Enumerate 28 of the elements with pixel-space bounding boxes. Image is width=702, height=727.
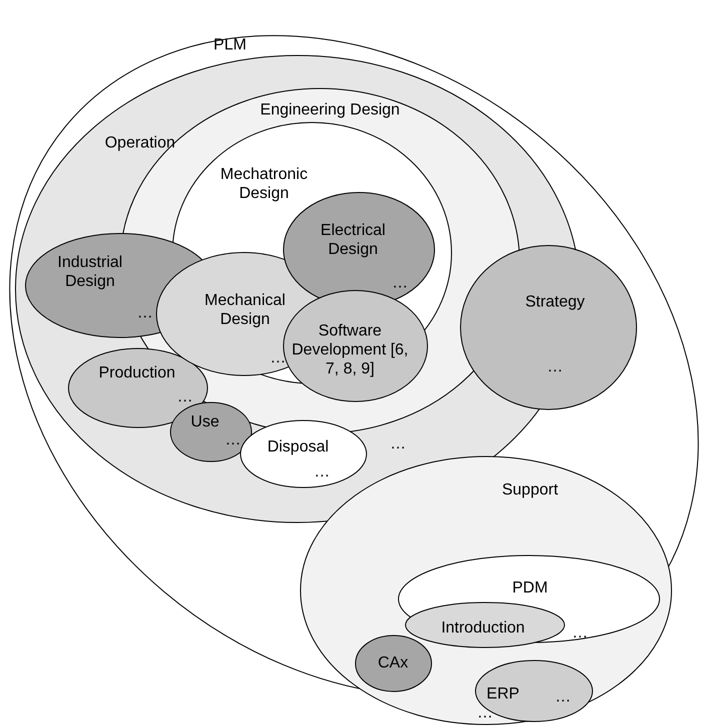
ellipse-label: Operation (104, 134, 176, 152)
ellipse-label: … (269, 348, 287, 368)
ellipse-label: PDM (511, 578, 549, 598)
ellipse-label: … (224, 430, 242, 450)
ellipse-label: … (391, 274, 409, 292)
ellipse-label: Disposal (266, 438, 330, 456)
ellipse-label: … (176, 388, 194, 406)
ellipse-label: Support (500, 480, 560, 500)
ellipse-label: … (313, 462, 331, 482)
ellipse-label: Mechanical Design (204, 291, 286, 329)
ellipse-label: Strategy (524, 292, 586, 312)
ellipse-label: CAx (376, 654, 410, 672)
ellipse-label: PLM (212, 36, 248, 54)
ellipse-label: … (546, 358, 564, 376)
ellipse-label: … (136, 304, 154, 322)
ellipse-label: Industrial Design (56, 253, 124, 291)
ellipse-label: Production (98, 364, 176, 382)
ellipse-label: ERP (486, 684, 520, 704)
ellipse-label: … (571, 624, 589, 642)
ellipse-label: Use (190, 412, 220, 432)
ellipse-label: … (476, 704, 494, 722)
ellipse-label: Engineering Design (259, 100, 401, 120)
ellipse-label: Software Development [6, 7, 8, 9] (290, 322, 410, 378)
ellipse-label: … (389, 434, 407, 454)
ellipse-label: Mechatronic Design (219, 165, 309, 203)
ellipse-label: … (554, 688, 572, 706)
ellipse-label: Electrical Design (320, 221, 386, 259)
ellipse-label: Introduction (440, 618, 526, 638)
